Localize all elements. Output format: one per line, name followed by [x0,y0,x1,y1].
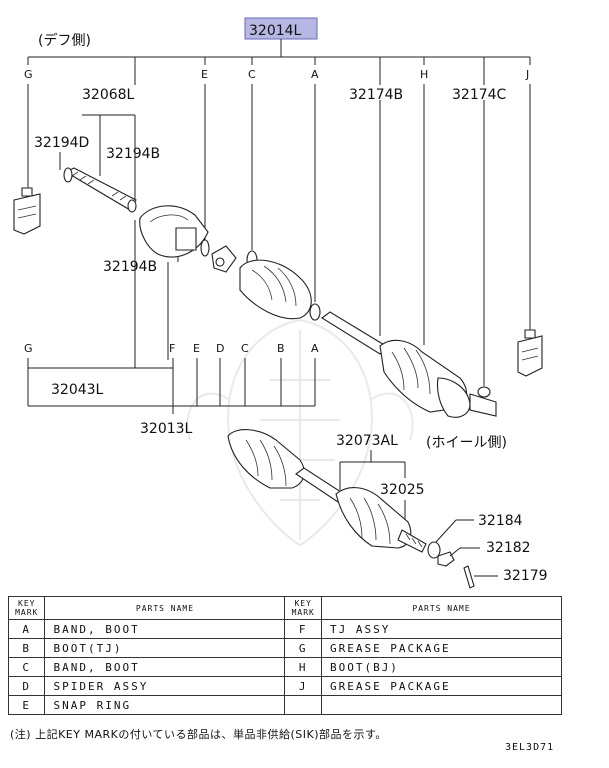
legend-row: D SPIDER ASSY J GREASE PACKAGE [7,676,563,696]
snap-ring-spider [200,239,237,273]
bottom-key-a: A [311,342,319,355]
label-32068L: 32068L [82,87,135,103]
legend-row: A BAND, BOOT F TJ ASSY [7,619,563,639]
legend-part-name: GREASE PACKAGE [320,638,563,658]
label-32043L: 32043L [51,382,104,398]
label-32194B-mid: 32194B [103,259,157,275]
driveshaft-diagram: 32014L (デフ側) G E C A H J 32068L 32174B 3… [13,17,548,589]
top-key-c: C [248,68,256,81]
top-key-j: J [525,68,529,81]
top-leader-lines [27,84,531,386]
label-32194D: 32194D [34,135,89,151]
legend-part-name: BAND, BOOT [44,657,286,677]
small-part-leaders [435,519,498,577]
bottom-key-b: B [277,342,285,355]
legend-part-name [320,695,563,715]
legend-key: J [284,676,322,696]
top-key-g: G [24,68,33,81]
legend-key: G [284,638,322,658]
label-32194B-top: 32194B [106,146,160,162]
legend-key: A [7,619,46,639]
grease-package-right [517,329,543,377]
label-32184: 32184 [478,513,523,529]
bottom-key-g: G [24,342,33,355]
top-key-h: H [420,68,428,81]
parts-legend-table: KEY MARK PARTS NAME KEY MARK PARTS NAME … [7,596,563,715]
bottom-key-d: D [216,342,224,355]
legend-key: F [284,619,322,639]
legend-key: H [284,657,322,677]
footnote: (注) 上記KEY MARKの付いている部品は、単品非供給(SIK)部品を示す。 [10,728,387,741]
label-32174C: 32174C [452,87,507,103]
label-32025: 32025 [380,482,425,498]
legend-row: C BAND, BOOT H BOOT(BJ) [7,657,563,677]
watermark-emblem [186,318,414,547]
bottom-key-c: C [241,342,249,355]
tj-boot [239,259,312,320]
top-bracket-lines [27,39,531,85]
wheel-side-label: (ホイール側) [426,435,507,451]
legend-part-name: BOOT(BJ) [320,657,563,677]
bottom-bracket-lines [27,358,316,414]
legend-row: B BOOT(TJ) G GREASE PACKAGE [7,638,563,658]
nut-washer-pin [427,541,475,589]
boot-band-a [309,303,321,321]
legend-header-key-1: KEY MARK [7,596,46,620]
legend-key: C [7,657,46,677]
legend-part-name: BAND, BOOT [44,619,286,639]
label-32174B: 32174B [349,87,403,103]
legend-header-name-2: PARTS NAME [320,596,563,620]
legend-key [284,695,322,715]
legend-part-name: BOOT(TJ) [44,638,286,658]
bottom-key-f: F [169,342,175,355]
main-part-number: 32014L [249,23,302,39]
label-32182: 32182 [486,540,531,556]
legend-row: E SNAP RING [7,695,563,715]
tj-housing [139,205,209,258]
legend-key: B [7,638,46,658]
complete-driveshaft [227,429,427,553]
legend-key: D [7,676,46,696]
legend-key: E [7,695,46,715]
legend-part-name: TJ ASSY [320,619,563,639]
top-key-a: A [311,68,319,81]
label-32073AL: 32073AL [336,433,398,449]
figure-code: 3EL3D71 [505,742,555,753]
diff-side-label: (デフ側) [38,32,91,49]
bj-assembly [321,311,497,418]
upper-leader-lines [59,114,179,360]
legend-header-name-1: PARTS NAME [44,596,286,620]
label-32179: 32179 [503,568,548,584]
bottom-key-e: E [193,342,200,355]
inner-shaft [63,167,137,213]
grease-package-left [13,187,41,235]
legend-part-name: GREASE PACKAGE [320,676,563,696]
legend-header-key-2: KEY MARK [284,596,322,620]
legend-part-name: SPIDER ASSY [44,676,286,696]
label-32013L: 32013L [140,421,193,437]
legend-part-name: SNAP RING [44,695,286,715]
top-key-e: E [201,68,208,81]
